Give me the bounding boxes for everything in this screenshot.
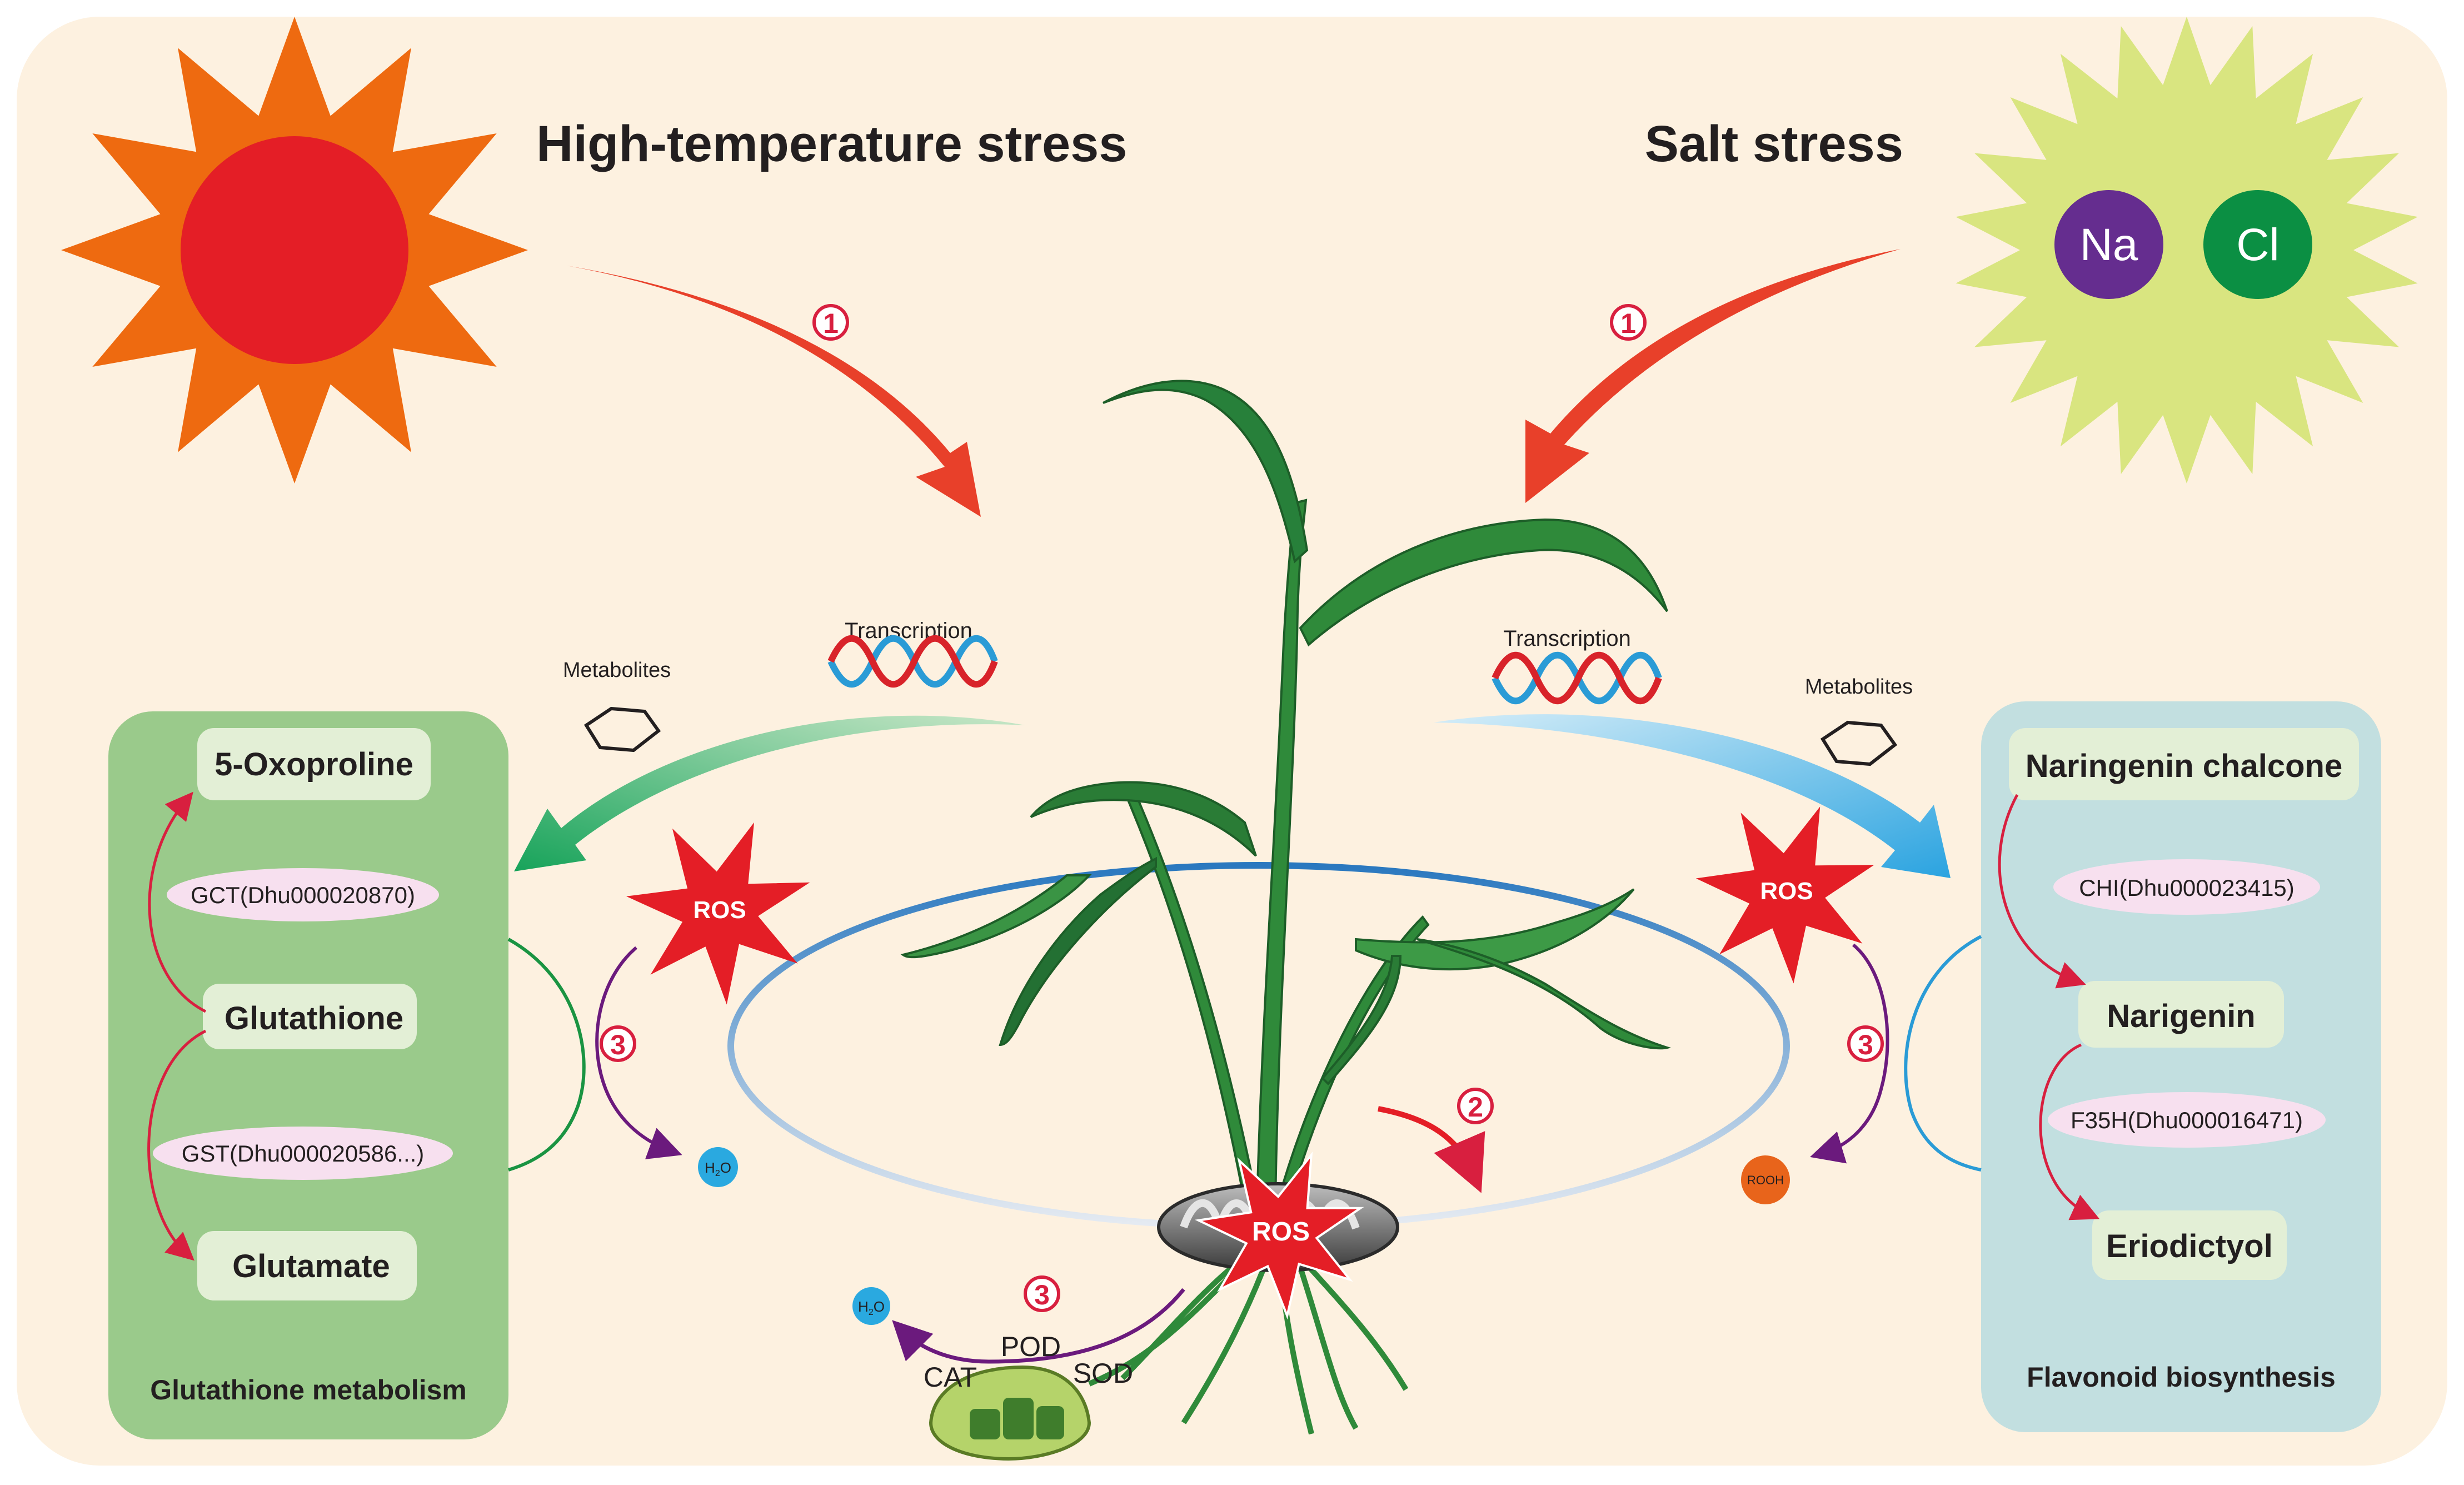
enzyme-gct-pill — [167, 868, 439, 921]
svg-text:1: 1 — [1620, 308, 1636, 339]
svg-text:ROS: ROS — [1760, 878, 1813, 905]
sodium-label: Na — [2080, 220, 2138, 270]
ros-burst-center: ROS — [1194, 1151, 1364, 1320]
node-narigenin: Narigenin — [2107, 998, 2256, 1034]
node-glutathione: Glutathione — [225, 1000, 403, 1036]
dna-helix-icon-right — [1492, 651, 1662, 705]
pod-label: POD — [1001, 1331, 1061, 1362]
arrow-glutathione-to-glutamate — [147, 1029, 207, 1261]
transcription-arrow-left — [514, 715, 1025, 871]
node-glutathione-box — [203, 984, 417, 1049]
svg-text:3: 3 — [1034, 1279, 1050, 1310]
glutathione-panel — [108, 711, 508, 1439]
dna-helix-icon-left — [827, 635, 998, 688]
arrow-chalcone-to-narigenin — [1998, 794, 2086, 989]
step-three-badge-right: 3 — [1847, 1025, 1884, 1062]
rooh-molecule: ROOH — [1741, 1155, 1790, 1204]
sodium-ion: Na — [2054, 190, 2163, 299]
metabolites-label-left: Metabolites — [563, 659, 671, 682]
chloroplast-icon — [929, 1365, 1091, 1461]
enzyme-scavenging-arrow — [892, 1288, 1185, 1364]
enzyme-gst-pill — [153, 1127, 453, 1180]
background-panel — [17, 17, 2447, 1466]
svg-text:3: 3 — [610, 1029, 626, 1060]
step-two-badge: 2 — [1457, 1088, 1494, 1124]
enzyme-gct: GCT(Dhu000020870) — [191, 882, 415, 908]
step-two-arrow — [1378, 1106, 1485, 1193]
arrow-narigenin-to-eriodictyol — [2039, 1043, 2100, 1220]
enzyme-f35h: F35H(Dhu000016471) — [2071, 1107, 2303, 1133]
svg-text:3: 3 — [1858, 1029, 1873, 1060]
transcription-label-left: Transcription — [845, 619, 972, 643]
svg-text:ROS: ROS — [693, 896, 746, 924]
node-narigenin-box — [2078, 981, 2284, 1048]
node-eriodictyol: Eriodictyol — [2106, 1228, 2273, 1264]
svg-text:2: 2 — [1468, 1092, 1483, 1123]
transcription-label-right: Transcription — [1503, 626, 1631, 651]
chloride-label: Cl — [2236, 220, 2279, 270]
water-molecule-center: H2O — [852, 1287, 890, 1325]
node-glutamate: Glutamate — [232, 1248, 390, 1284]
svg-text:ROOH: ROOH — [1747, 1173, 1784, 1187]
svg-text:ROS: ROS — [1252, 1217, 1310, 1247]
water-molecule-left: H2O — [698, 1147, 738, 1187]
node-chalcone-box — [2009, 728, 2359, 800]
node-oxoproline: 5-Oxoproline — [215, 746, 413, 783]
metabolites-label-right: Metabolites — [1805, 675, 1913, 699]
step-three-badge-center: 3 — [1024, 1275, 1060, 1312]
plant-illustration — [900, 380, 1672, 1435]
salt-burst-icon — [1956, 17, 2418, 484]
ros-scavenging-arrow-right — [1810, 943, 1889, 1164]
chloride-ion: Cl — [2203, 190, 2312, 299]
glutathione-panel-title: Glutathione metabolism — [150, 1374, 467, 1406]
enzyme-chi-pill — [2053, 859, 2320, 915]
cat-label: CAT — [924, 1362, 977, 1393]
node-glutamate-box — [197, 1231, 417, 1300]
svg-text:H2O: H2O — [858, 1298, 885, 1317]
enzyme-chi: CHI(Dhu000023415) — [2079, 875, 2295, 901]
flavonoid-panel-title: Flavonoid biosynthesis — [2027, 1362, 2336, 1393]
step-one-badge-left: 1 — [812, 304, 849, 341]
node-chalcone: Naringenin chalcone — [2026, 748, 2342, 784]
svg-text:H2O: H2O — [705, 1159, 731, 1178]
flavonoid-feedback-arc — [1904, 935, 1982, 1172]
step-one-badge-right: 1 — [1610, 304, 1647, 341]
glutathione-feedback-arc — [507, 938, 586, 1172]
flavonoid-panel — [1981, 701, 2381, 1432]
node-oxoproline-box — [197, 728, 431, 800]
arrow-glutathione-to-oxoproline — [148, 791, 207, 1013]
salt-stress-title: Salt stress — [1645, 116, 1903, 172]
ros-burst-right: ROS — [1695, 806, 1874, 984]
node-eriodictyol-box — [2092, 1210, 2287, 1280]
svg-text:1: 1 — [823, 308, 839, 339]
molecule-ring-icon-left — [583, 706, 661, 753]
enzyme-gst: GST(Dhu000020586...) — [182, 1140, 425, 1167]
ros-scavenging-arrow-left — [595, 946, 682, 1159]
transcription-arrow-right — [1434, 714, 1951, 878]
heat-stress-title: High-temperature stress — [536, 116, 1127, 172]
step-three-badge-left: 3 — [600, 1025, 636, 1062]
molecule-ring-icon-right — [1820, 720, 1898, 766]
sun-icon — [61, 17, 528, 484]
ros-burst-left: ROS — [626, 822, 810, 1005]
enzyme-f35h-pill — [2048, 1092, 2326, 1148]
sod-label: SOD — [1073, 1358, 1133, 1389]
